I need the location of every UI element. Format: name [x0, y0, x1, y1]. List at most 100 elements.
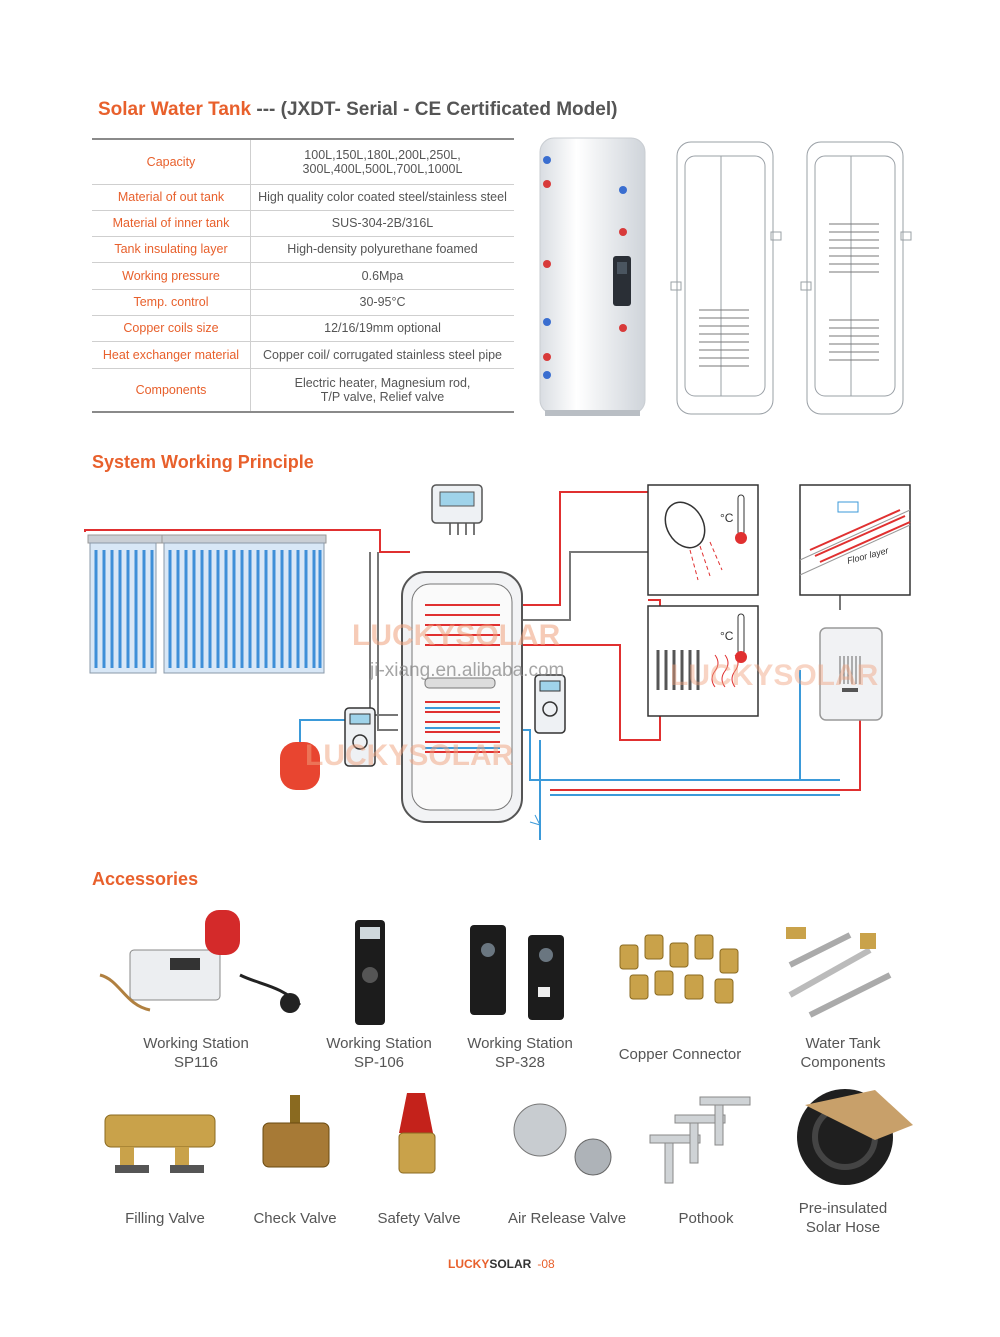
- spec-key: Components: [92, 368, 251, 413]
- tank-images: [539, 137, 912, 416]
- accessories-row1-images: [99, 910, 892, 1025]
- pipes: [84, 491, 861, 840]
- accessory-label-line: Safety Valve: [377, 1210, 461, 1227]
- spec-row: Working pressure 0.6Mpa: [92, 262, 514, 290]
- spec-value: High-density polyurethane foamed: [250, 236, 514, 263]
- shower-celsius: °C: [720, 511, 734, 525]
- tank-drawing-double-coil: [800, 141, 912, 415]
- accessory-label-line: Working Station: [143, 1035, 249, 1052]
- system-diagram: °C °C Floor layer LUCKYSOLAR ji-xiang.en…: [84, 484, 911, 840]
- spec-value-line: 100L,150L,180L,200L,250L,: [304, 147, 461, 162]
- working-station-sp106-image: [355, 920, 385, 1025]
- section-heading-principle: System Working Principle: [92, 452, 314, 472]
- spec-key: Capacity: [92, 138, 251, 185]
- air-release-valve-image: [513, 1103, 612, 1176]
- spec-value: SUS-304-2B/316L: [250, 210, 514, 237]
- working-station-sp328-image: [470, 925, 564, 1020]
- accessory-label: Air Release Valve: [492, 1209, 642, 1228]
- check-valve-image: [262, 1095, 330, 1168]
- spec-row: Capacity 100L,150L,180L,200L,250L,300L,4…: [92, 138, 514, 185]
- spec-row: Tank insulating layer High-density polyu…: [92, 236, 514, 263]
- spec-table: Capacity 100L,150L,180L,200L,250L,300L,4…: [92, 138, 514, 413]
- spec-row: Material of inner tank SUS-304-2B/316L: [92, 210, 514, 237]
- spec-row: Components Electric heater, Magnesium ro…: [92, 368, 514, 413]
- water-tank-components-image: [786, 927, 892, 1018]
- spec-value: Copper coil/ corrugated stainless steel …: [250, 341, 514, 369]
- copper-connector-image: [619, 934, 739, 1004]
- spec-row: Copper coils size 12/16/19mm optional: [92, 315, 514, 342]
- spec-value: 30-95°C: [250, 289, 514, 316]
- tank-photo: [539, 137, 646, 416]
- footer-brand-solar: SOLAR: [489, 1257, 532, 1271]
- page-number: -08: [537, 1257, 555, 1271]
- accessory-label-line: Check Valve: [253, 1210, 337, 1227]
- spec-value-line: T/P valve, Relief valve: [320, 389, 445, 404]
- spec-key: Working pressure: [92, 262, 251, 290]
- boiler: [819, 627, 883, 721]
- accessory-label: Filling Valve: [95, 1209, 235, 1228]
- spec-key: Material of out tank: [92, 184, 251, 211]
- accessories-row2-images: [104, 1089, 913, 1185]
- spec-key: Copper coils size: [92, 315, 251, 342]
- accessory-label: Check Valve: [225, 1209, 365, 1228]
- spec-value: Electric heater, Magnesium rod,T/P valve…: [250, 368, 514, 413]
- top-controller: [431, 484, 483, 524]
- title-main: Solar Water Tank: [98, 99, 252, 120]
- accessory-label-line: Copper Connector: [618, 1046, 742, 1063]
- solar-collectors: [87, 534, 327, 674]
- accessory-label-line: Working Station: [326, 1035, 432, 1052]
- floor-heating-box: Floor layer: [799, 484, 911, 596]
- accessory-label-line: Filling Valve: [125, 1210, 205, 1227]
- spec-key: Heat exchanger material: [92, 341, 251, 369]
- accessory-label-line: SP116: [174, 1054, 218, 1071]
- spec-value: 0.6Mpa: [250, 262, 514, 290]
- watermark-brand-3: LUCKYSOLAR: [670, 659, 879, 692]
- pothook-image: [649, 1096, 751, 1184]
- spec-value-line: Electric heater, Magnesium rod,: [294, 375, 471, 390]
- spec-key: Tank insulating layer: [92, 236, 251, 263]
- accessory-label-line: Air Release Valve: [507, 1210, 627, 1227]
- spec-value: High quality color coated steel/stainles…: [250, 184, 514, 211]
- spec-value: 100L,150L,180L,200L,250L,300L,400L,500L,…: [250, 138, 514, 185]
- accessory-label-line: Solar Hose: [805, 1219, 881, 1236]
- spec-row: Heat exchanger material Copper coil/ cor…: [92, 341, 514, 369]
- accessory-label-line: Pre-insulated: [798, 1200, 888, 1217]
- tank-drawing-single-coil: [670, 141, 782, 415]
- storage-tank: [401, 571, 523, 823]
- accessory-label: Safety Valve: [349, 1209, 489, 1228]
- radiator-celsius: °C: [720, 629, 734, 643]
- title-subtitle: --- (JXDT- Serial - CE Certificated Mode…: [251, 99, 618, 120]
- spec-key: Material of inner tank: [92, 210, 251, 237]
- watermark-brand: LUCKYSOLAR: [352, 619, 561, 652]
- accessory-label: Copper Connector: [600, 1045, 760, 1064]
- watermark-brand-2: LUCKYSOLAR: [305, 739, 514, 772]
- section-heading-accessories: Accessories: [92, 869, 199, 889]
- accessory-label-line: SP-328: [494, 1054, 546, 1071]
- accessory-label-line: Water Tank: [805, 1035, 881, 1052]
- spec-row: Temp. control 30-95°C: [92, 289, 514, 316]
- spec-key: Temp. control: [92, 289, 251, 316]
- footer-brand-lucky: LUCKY: [448, 1257, 490, 1271]
- accessory-label-line: Working Station: [467, 1035, 573, 1052]
- spec-value-line: 300L,400L,500L,700L,1000L: [302, 161, 463, 176]
- accessory-label-line: SP-106: [353, 1054, 405, 1071]
- spec-row: Material of out tank High quality color …: [92, 184, 514, 211]
- pump-station-left: [344, 707, 376, 767]
- radiator-box: °C: [647, 605, 759, 717]
- safety-valve-image: [398, 1093, 436, 1174]
- pre-insulated-hose-image: [797, 1089, 913, 1185]
- filling-valve-image: [104, 1114, 216, 1173]
- pump-station-right: [534, 674, 566, 734]
- expansion-vessel: [280, 742, 320, 790]
- watermark-url: ji-xiang.en.alibaba.com: [369, 660, 564, 681]
- accessory-label-line: Pothook: [678, 1210, 734, 1227]
- footer-brand: LUCKYSOLAR -08: [448, 1257, 555, 1271]
- page-title: Solar Water Tank --- (JXDT- Serial - CE …: [98, 99, 617, 121]
- accessory-label: Pothook: [646, 1209, 766, 1228]
- accessory-label-line: Components: [800, 1054, 886, 1071]
